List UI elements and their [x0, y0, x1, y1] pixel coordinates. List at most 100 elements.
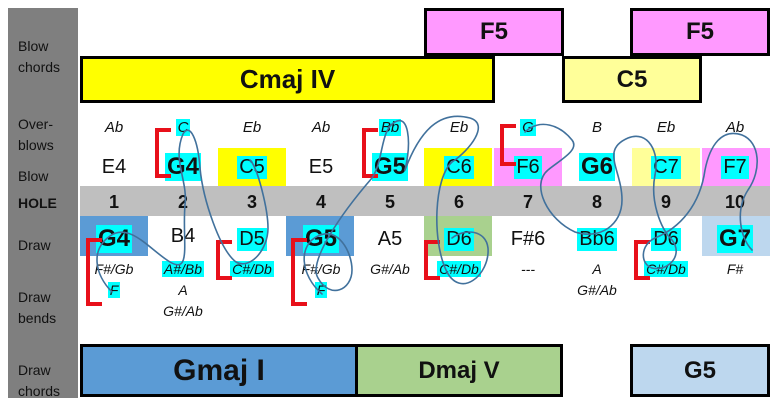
chord-gmaj-i: Gmaj I — [80, 344, 358, 397]
draw-note: A5 — [377, 227, 403, 250]
blow-note: G6 — [578, 153, 615, 181]
draw-6: D6 — [425, 225, 493, 253]
label-draw-bends: Draw bends — [18, 289, 57, 326]
curve-segment-2 — [303, 119, 410, 295]
bend-note: F#/Gb — [301, 261, 341, 277]
overblow-note: Eb — [242, 118, 262, 136]
blow-1: E4 — [80, 153, 148, 181]
bend-note: C#/Db — [230, 261, 274, 277]
overblow-7: G — [494, 117, 562, 137]
blow-3: C5 — [218, 153, 286, 181]
overblow-note: Ab — [725, 118, 745, 136]
bend-note: A — [178, 282, 188, 298]
hole-8: 8 — [591, 191, 602, 212]
blow-note: E5 — [308, 155, 334, 178]
overblow-1: Ab — [80, 117, 148, 137]
overblow-note: Ab — [311, 118, 331, 136]
draw-8: Bb6 — [563, 225, 631, 253]
hole-10: 10 — [724, 191, 746, 212]
blow-10: F7 — [701, 153, 769, 181]
bend-9a: C#/Db — [632, 259, 700, 279]
blow-9: C7 — [632, 153, 700, 181]
blow-note: E4 — [101, 155, 127, 178]
bend-2b: A — [149, 280, 217, 300]
hole-5: 5 — [384, 191, 395, 212]
hole-4: 4 — [315, 191, 326, 212]
blow-note: F7 — [721, 155, 749, 179]
draw-1: G4 — [80, 225, 148, 253]
overblow-8: B — [563, 117, 631, 137]
draw-10: G7 — [701, 225, 769, 253]
draw-9: D6 — [632, 225, 700, 253]
blow-8: G6 — [563, 153, 631, 181]
bend-1a: F#/Gb — [80, 259, 148, 279]
bend-1b: F — [80, 280, 148, 300]
overblow-4: Ab — [287, 117, 355, 137]
draw-note: F#6 — [510, 227, 546, 250]
blow-note: C7 — [651, 155, 681, 179]
bracket-hole2-overblow — [155, 128, 171, 178]
bend-2c: G#/Ab — [149, 301, 217, 321]
label-draw: Draw — [18, 237, 51, 253]
blow-7: F6 — [494, 153, 562, 181]
label-hole: HOLE — [18, 195, 57, 211]
overblow-6: Eb — [425, 117, 493, 137]
bend-8b: G#/Ab — [563, 280, 631, 300]
chord-g5: G5 — [630, 344, 770, 397]
row-label-sidebar: Blow chords Over-blows Blow HOLE Draw Dr… — [8, 8, 78, 399]
curve-segment-5 — [642, 132, 758, 270]
bracket-hole7-overblow — [500, 124, 516, 166]
bracket-hole9-bend — [634, 240, 650, 280]
bend-10a: F# — [701, 259, 769, 279]
blow-note: G4 — [164, 153, 201, 181]
bend-note: F# — [726, 261, 744, 277]
hole-2: 2 — [177, 191, 188, 212]
bend-4a: F#/Gb — [287, 259, 355, 279]
bend-3a: C#/Db — [218, 259, 286, 279]
bend-note: A — [592, 261, 602, 277]
bend-note: G#/Ab — [577, 282, 617, 298]
draw-note: G4 — [95, 225, 132, 253]
overblow-9: Eb — [632, 117, 700, 137]
bend-2a: A#/Bb — [149, 259, 217, 279]
bend-note: F — [107, 282, 121, 298]
chord-f5-a: F5 — [424, 8, 564, 56]
bend-note: C#/Db — [644, 261, 688, 277]
draw-note: D5 — [237, 227, 267, 251]
curve-segment-1 — [96, 129, 269, 293]
bracket-hole5-overblow — [362, 128, 378, 178]
draw-note: D6 — [651, 227, 681, 251]
label-draw-chords: Draw chords — [18, 362, 61, 399]
chord-c5: C5 — [562, 56, 702, 103]
label-blow: Blow — [18, 168, 49, 184]
hole-9: 9 — [660, 191, 671, 212]
chord-f5-b: F5 — [630, 8, 770, 56]
draw-7: F#6 — [494, 225, 562, 253]
bend-7a: --- — [494, 259, 562, 279]
bend-note: G#/Ab — [370, 261, 410, 277]
blow-note: C5 — [237, 155, 267, 179]
bracket-hole4-bend — [291, 238, 307, 306]
blow-2: G4 — [149, 153, 217, 181]
blow-note: F6 — [514, 155, 542, 179]
curve-segment-4 — [524, 123, 657, 235]
bend-note: --- — [521, 261, 535, 277]
draw-note: G7 — [716, 225, 753, 253]
bend-note: A#/Bb — [161, 261, 205, 277]
chord-dmaj-v: Dmaj V — [355, 344, 563, 397]
bend-8a: A — [563, 259, 631, 279]
curve-segment-3 — [404, 115, 489, 285]
overblow-note: Ab — [104, 118, 124, 136]
label-blow-chords: Blow chords — [18, 38, 61, 75]
bend-note: F#/Gb — [94, 261, 134, 277]
bend-note: G#/Ab — [163, 303, 203, 319]
label-overblows: Over-blows — [18, 116, 54, 153]
draw-note: Bb6 — [577, 227, 617, 251]
overblow-note: Eb — [656, 118, 676, 136]
draw-5: A5 — [356, 225, 424, 253]
bracket-hole6-bend — [424, 240, 440, 280]
hole-7: 7 — [522, 191, 533, 212]
draw-note: B4 — [170, 224, 196, 247]
overblow-2: C — [149, 117, 217, 137]
